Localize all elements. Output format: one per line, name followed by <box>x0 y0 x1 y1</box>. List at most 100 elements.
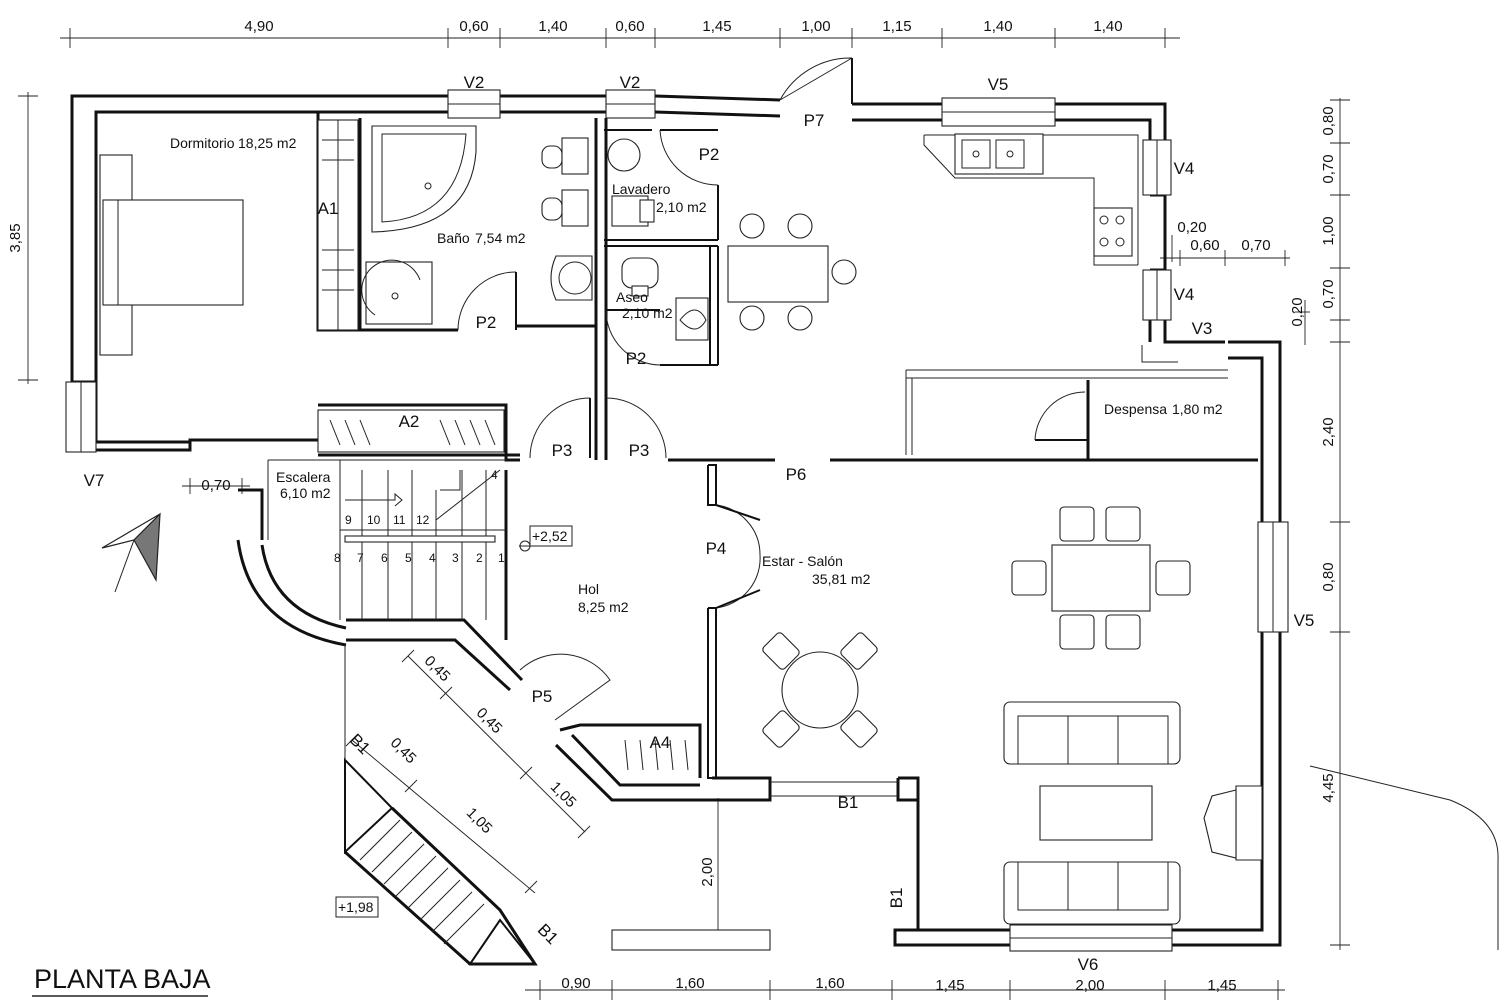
code-v4-a: V4 <box>1174 159 1195 178</box>
step-10: 10 <box>367 513 381 527</box>
code-v5-right: V5 <box>1294 611 1315 630</box>
code-p6: P6 <box>786 465 807 484</box>
dim-020: 0,20 <box>1177 219 1206 236</box>
dim-diag-105-a: 1,05 <box>547 778 580 811</box>
dim-right-5: 0,20 <box>1289 297 1306 326</box>
room-bano-name: Baño <box>437 230 470 246</box>
dim-right-6: 2,40 <box>1320 417 1337 446</box>
code-v7: V7 <box>84 471 105 490</box>
dim-top-7: 1,15 <box>882 18 911 35</box>
step-6: 6 <box>381 551 388 565</box>
dim-diag-045-a: 0,45 <box>421 652 454 685</box>
code-b1-d: B1 <box>534 920 562 948</box>
plan-title: PLANTA BAJA <box>34 964 211 994</box>
sofas <box>1003 701 1263 925</box>
north-arrow-icon <box>101 512 161 593</box>
dim-bottom-4: 1,45 <box>935 977 964 994</box>
room-bano-area: 7,54 m2 <box>475 230 526 246</box>
dim-bottom-3: 1,60 <box>815 975 844 992</box>
dim-200: 2,00 <box>699 857 716 886</box>
kitchen-table <box>727 213 857 331</box>
step-7: 7 <box>357 551 364 565</box>
bed <box>99 154 244 356</box>
bath-fixtures <box>361 125 709 341</box>
room-escalera-area: 6,10 m2 <box>280 485 331 501</box>
code-v5-top: V5 <box>988 75 1009 94</box>
dim-diag-105-b: 1,05 <box>463 804 496 837</box>
stairs <box>267 459 506 620</box>
code-b1-a: B1 <box>838 793 859 812</box>
dim-bottom-6: 1,45 <box>1207 977 1236 994</box>
step-1: 1 <box>498 551 505 565</box>
dining-table <box>1011 506 1191 650</box>
dim-top-1: 4,90 <box>244 18 273 35</box>
step-9: 9 <box>345 513 352 527</box>
step-2: 2 <box>476 551 483 565</box>
code-p2-bano: P2 <box>476 313 497 332</box>
dim-060: 0,60 <box>1190 237 1219 254</box>
code-a1: A1 <box>318 199 339 218</box>
wardrobe-a4-hatch <box>624 739 689 771</box>
code-p7: P7 <box>804 111 825 130</box>
wardrobe-a2-hatch <box>329 419 496 446</box>
code-p3-b: P3 <box>629 441 650 460</box>
dim-right-1: 0,80 <box>1320 106 1337 135</box>
dim-diag-045-c: 0,45 <box>387 734 420 767</box>
room-hol-area: 8,25 m2 <box>578 599 629 615</box>
doors <box>457 57 1088 721</box>
dim-left-1: 3,85 <box>7 223 24 252</box>
top-ticks <box>69 28 1166 48</box>
labels: 4,90 0,60 1,40 0,60 1,45 1,00 1,15 1,40 … <box>7 18 1337 997</box>
dimension-lines <box>18 28 1350 1000</box>
dim-top-3: 1,40 <box>538 18 567 35</box>
room-estar-name: Estar - Salón <box>762 553 843 569</box>
dim-top-2: 0,60 <box>459 18 488 35</box>
dim-top-9: 1,40 <box>1093 18 1122 35</box>
dim-top-8: 1,40 <box>983 18 1012 35</box>
dim-top-4: 0,60 <box>615 18 644 35</box>
kitchen-fixtures <box>954 133 1133 257</box>
room-escalera-name: Escalera <box>276 469 331 485</box>
room-lavadero-area: 2,10 m2 <box>656 199 707 215</box>
step-5: 5 <box>405 551 412 565</box>
code-p2-aseo: P2 <box>626 349 647 368</box>
terrain-line <box>1309 765 1499 950</box>
room-aseo-area: 2,10 m2 <box>622 305 673 321</box>
code-p3-a: P3 <box>552 441 573 460</box>
dim-right-2: 0,70 <box>1320 154 1337 183</box>
code-p5: P5 <box>532 687 553 706</box>
dim-right-7: 0,80 <box>1320 562 1337 591</box>
code-b1-b: B1 <box>887 888 906 909</box>
room-lavadero-name: Lavadero <box>612 181 671 197</box>
dim-right-8: 4,45 <box>1320 773 1337 802</box>
wardrobe-a1 <box>317 119 359 331</box>
dim-bottom-1: 0,90 <box>561 975 590 992</box>
level-upper: +2,52 <box>532 528 568 544</box>
code-p4: P4 <box>706 539 727 558</box>
windows <box>65 89 1289 952</box>
dim-070-v7: 0,70 <box>201 477 230 494</box>
room-hol-name: Hol <box>578 581 599 597</box>
step-4: 4 <box>491 468 498 482</box>
step-4b: 4 <box>429 551 436 565</box>
step-11: 11 <box>393 513 406 527</box>
room-dormitorio-area: 18,25 m2 <box>238 135 297 151</box>
dim-diag-045-b: 0,45 <box>473 704 506 737</box>
code-a2: A2 <box>399 412 420 431</box>
code-b1-c: B1 <box>346 730 374 758</box>
round-table <box>762 632 878 748</box>
dim-bottom-2: 1,60 <box>675 975 704 992</box>
room-dormitorio-name: Dormitorio <box>170 135 235 151</box>
code-v6: V6 <box>1078 955 1099 974</box>
room-aseo-name: Aseo <box>616 289 648 305</box>
step-8: 8 <box>334 551 341 565</box>
code-v2-b: V2 <box>620 73 641 92</box>
dim-bottom-5: 2,00 <box>1075 977 1104 994</box>
dim-top-5: 1,45 <box>702 18 731 35</box>
room-despensa-name: Despensa <box>1104 401 1167 417</box>
step-3: 3 <box>452 551 459 565</box>
dim-070: 0,70 <box>1241 237 1270 254</box>
room-despensa-area: 1,80 m2 <box>1172 401 1223 417</box>
room-estar-area: 35,81 m2 <box>812 571 871 587</box>
